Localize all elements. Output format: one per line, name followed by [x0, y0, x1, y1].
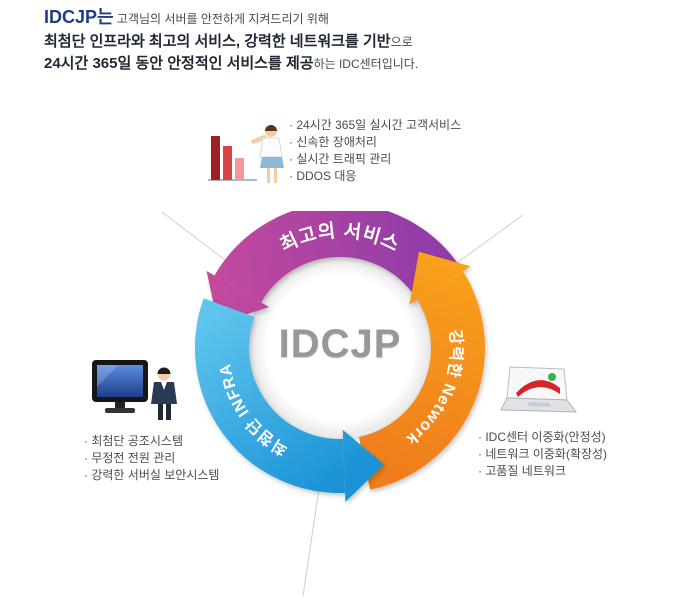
infra-arrow: [195, 298, 385, 502]
list-item: · 고품질 네트워크: [478, 464, 566, 478]
intro-line-3: 24시간 365일 동안 안정적인 서비스를 제공하는 IDC센터입니다.: [44, 54, 418, 74]
agent-hair: [265, 125, 277, 131]
network-arrow-band: [358, 271, 485, 490]
list-item: · 강력한 서버실 보안시스템: [84, 468, 220, 482]
intro-line-1-rest: 고객님의 서버를 안전하게 지켜드리기 위해: [113, 12, 329, 26]
cycle-center-title: IDCJP: [278, 322, 402, 366]
engineer-figure: [151, 367, 177, 420]
intro-line-3-strong: 24시간 365일 동안 안정적인 서비스를 제공: [44, 55, 314, 72]
chart-bar-2: [223, 146, 232, 180]
infra-arrow-band: [195, 298, 346, 493]
chart-bar-1: [211, 136, 220, 180]
service-feature-list: · 24시간 365일 실시간 고객서비스 · 신속한 장애처리 · 실시간 트…: [289, 117, 461, 185]
network-arrow: [358, 251, 485, 490]
monitor-with-engineer-illustration: [92, 360, 177, 420]
list-item: · 24시간 365일 실시간 고객서비스: [289, 118, 462, 132]
intro-line-2: 최첨단 인프라와 최고의 서비스, 강력한 네트워크를 기반으로: [44, 32, 418, 52]
bar-chart-with-agent-illustration: [208, 125, 284, 183]
customer-agent-figure: [251, 125, 284, 183]
laptop-icon: [500, 366, 578, 413]
engineer-hair: [157, 367, 171, 374]
service-arrow-band: [214, 202, 459, 304]
list-item: · 최첨단 공조시스템: [84, 434, 183, 448]
agent-jacket: [259, 137, 283, 158]
infra-arrowhead: [342, 429, 385, 502]
intro-line-3-rest: 하는 IDC센터입니다.: [313, 57, 419, 71]
engineer-leg: [158, 404, 163, 420]
intro-line-2-rest: 으로: [390, 35, 413, 49]
network-arrowhead: [409, 251, 471, 305]
monitor-neck: [115, 402, 125, 408]
list-item: · 네트워크 이중화(확장성): [478, 447, 608, 461]
monitor-glare: [97, 365, 118, 387]
agent-arm: [251, 134, 267, 144]
brand-name: IDCJP는: [44, 7, 114, 27]
monitor-icon: [92, 360, 148, 413]
agent-skirt: [260, 157, 284, 168]
agent-leg: [267, 168, 270, 183]
network-feature-list: · IDC센터 이중화(안정성) · 네트워크 이중화(확장성) · 고품질 네…: [478, 429, 607, 480]
chart-bar-3: [235, 158, 244, 180]
laptop-screen-graphic-red: [516, 380, 560, 397]
list-item: · 신속한 장애처리: [289, 135, 377, 149]
intro-line-1: IDCJP는 고객님의 서버를 안전하게 지켜드리기 위해: [44, 7, 418, 30]
cycle-center-disc: [247, 255, 433, 441]
intro-line-2-strong: 최첨단 인프라와 최고의 서비스, 강력한 네트워크를 기반: [44, 33, 391, 50]
laptop-illustration: [500, 366, 578, 413]
laptop-keyboard: [528, 402, 551, 407]
list-item: · IDC센터 이중화(안정성): [478, 430, 606, 444]
list-item: · 무정전 전원 관리: [84, 451, 176, 465]
engineer-shirt: [161, 382, 167, 390]
list-item: · DDOS 대응: [289, 169, 357, 183]
bar-chart-icon: [208, 136, 257, 181]
agent-leg: [274, 168, 277, 183]
monitor-screen: [97, 365, 143, 397]
list-item: · 실시간 트래픽 관리: [289, 152, 392, 166]
laptop-screen-graphic-green: [548, 373, 556, 381]
engineer-leg: [166, 404, 171, 420]
engineer-suit: [151, 382, 177, 404]
intro-text: IDCJP는 고객님의 서버를 안전하게 지켜드리기 위해 최첨단 인프라와 최…: [44, 7, 418, 74]
infra-feature-list: · 최첨단 공조시스템 · 무정전 전원 관리 · 강력한 서버실 보안시스템: [84, 433, 219, 484]
monitor-base: [105, 408, 135, 413]
